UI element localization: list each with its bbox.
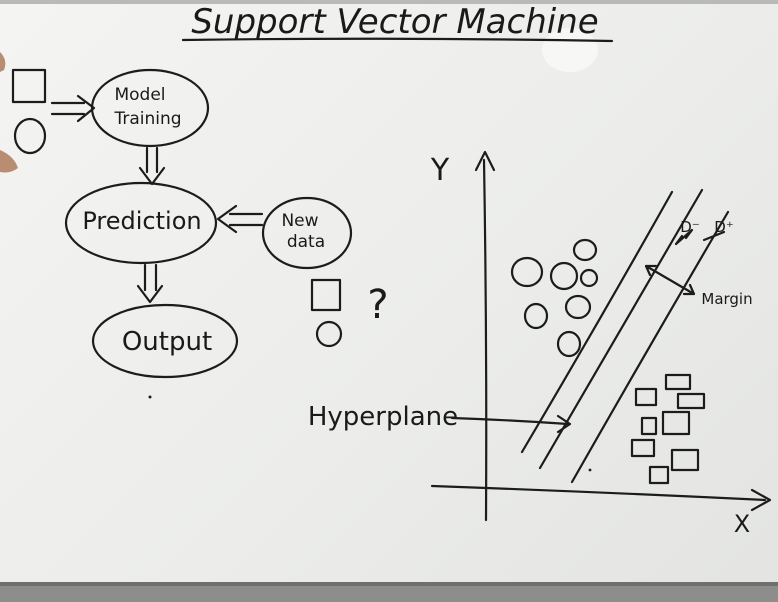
margin-arrow — [644, 264, 696, 296]
title: Support Vector Machine — [191, 2, 598, 42]
square-point — [630, 438, 656, 458]
circle-point — [579, 268, 599, 288]
board-tray — [0, 582, 778, 586]
square-point — [670, 448, 700, 472]
d-minus-label: D⁻ — [680, 218, 699, 236]
presenter-hand — [0, 150, 18, 173]
prediction-label: Prediction — [82, 207, 201, 235]
y-axis-label: Y — [430, 153, 450, 188]
square-point — [661, 410, 691, 436]
arrow-to-prediction — [138, 146, 166, 186]
circle-point — [549, 261, 579, 291]
circle-point — [572, 238, 598, 262]
prediction-node — [64, 181, 218, 265]
hyperplane-line — [538, 188, 704, 470]
d-plus-arrow — [702, 230, 726, 242]
x-axis — [430, 484, 767, 502]
board-frame-bottom — [0, 584, 778, 602]
model-training-node — [90, 68, 210, 148]
new-data-node — [261, 196, 353, 270]
square-point — [640, 416, 658, 436]
input-square-shape — [11, 68, 47, 104]
y-axis-arrowhead — [474, 150, 496, 172]
input-circle-shape — [13, 117, 47, 155]
circle-point — [556, 330, 582, 358]
square-class-points — [630, 373, 706, 485]
output-node — [91, 303, 239, 379]
square-point — [664, 373, 692, 391]
hyperplane-label: Hyperplane — [308, 402, 458, 432]
d-minus-arrow — [674, 228, 694, 246]
x-axis-arrowhead — [750, 488, 772, 512]
question-mark: ? — [367, 282, 388, 328]
new-data-label-1: New — [281, 211, 318, 231]
margin-label: Margin — [701, 290, 752, 308]
circle-point — [564, 294, 592, 320]
square-point — [634, 387, 658, 407]
hyperplane-pointer-arrow — [450, 414, 572, 434]
presenter-hand — [0, 52, 6, 72]
arrow-from-new-data — [216, 204, 264, 234]
model-training-label-2: Training — [113, 109, 181, 129]
output-label: Output — [122, 327, 212, 357]
circle-point — [523, 302, 549, 330]
unknown-square-shape — [310, 278, 342, 312]
arrow-to-output — [136, 263, 164, 304]
x-axis-label: X — [734, 510, 750, 538]
model-training-label-1: Model — [114, 85, 165, 105]
margin-line-lower — [570, 210, 730, 484]
new-data-label-2: data — [287, 232, 325, 252]
square-point — [676, 392, 706, 410]
stray-dot — [588, 468, 592, 472]
unknown-circle-shape — [315, 320, 343, 348]
title-underline — [181, 37, 614, 43]
y-axis — [482, 158, 488, 522]
stray-dot — [148, 395, 152, 399]
square-point — [648, 465, 670, 485]
arrow-to-model-training — [50, 94, 96, 123]
circle-point — [510, 256, 544, 288]
d-plus-label: D⁺ — [714, 218, 733, 236]
board-frame-top — [0, 0, 778, 4]
circle-class-points — [510, 238, 599, 358]
margin-line-upper — [520, 190, 674, 454]
